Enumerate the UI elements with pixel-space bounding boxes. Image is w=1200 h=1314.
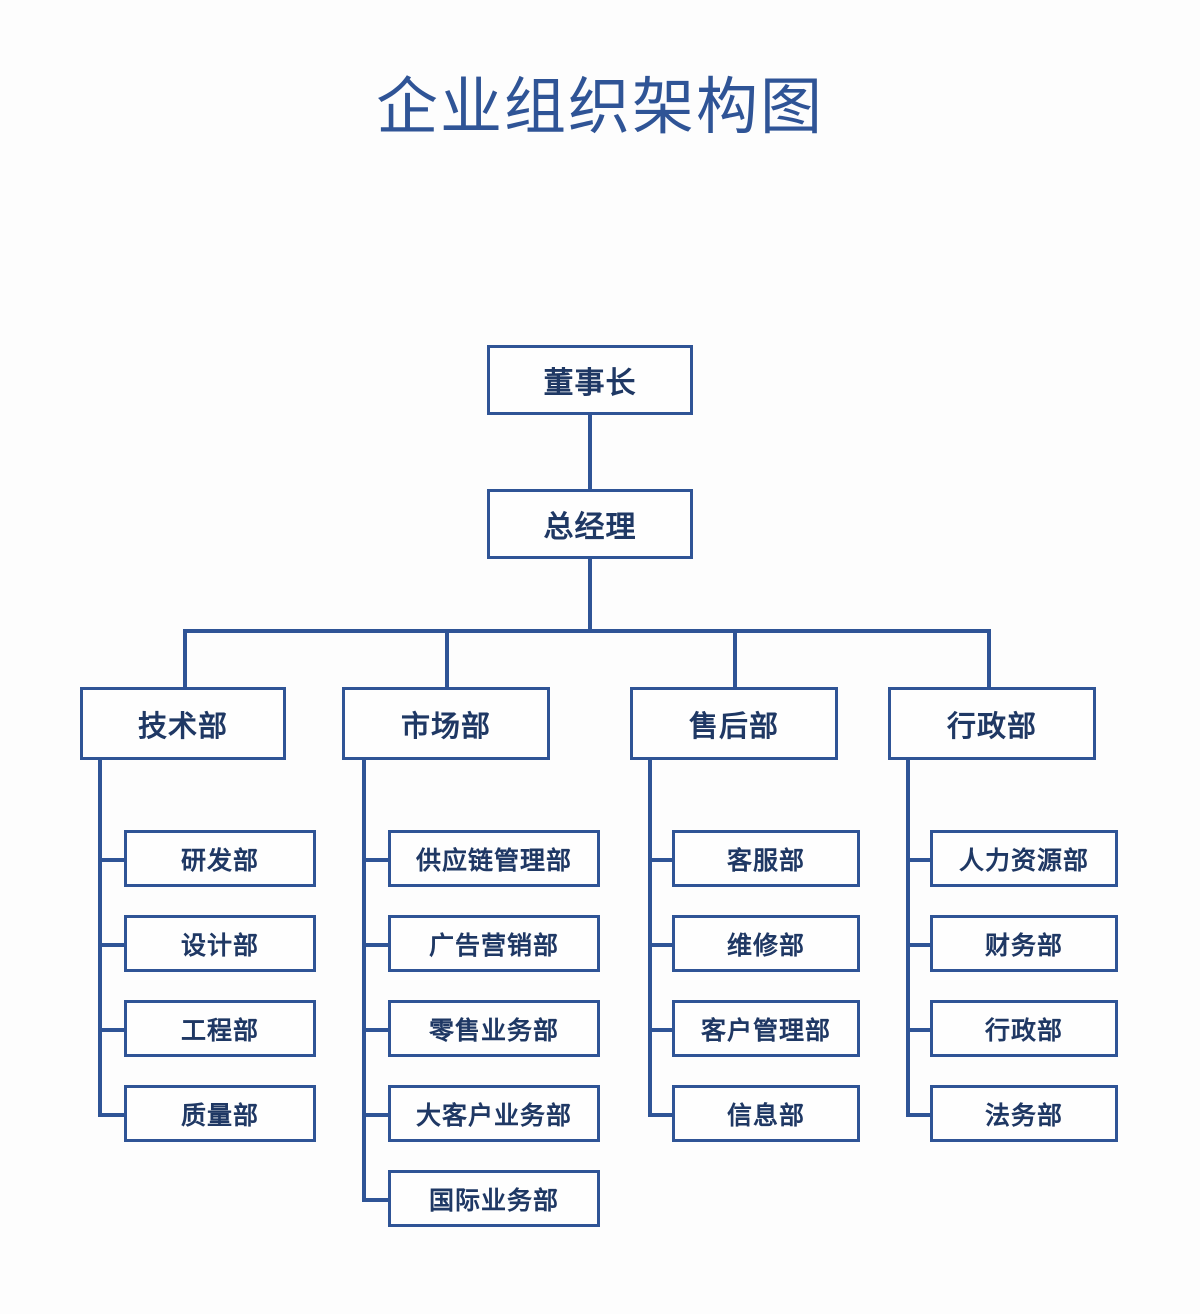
node-department-admin[interactable]: 行政部 — [888, 687, 1096, 760]
connector-stub-admin-2 — [906, 943, 934, 947]
node-aftersales-child-4-label: 信息部 — [726, 1101, 805, 1130]
node-aftersales-child-3-label: 客户管理部 — [700, 1016, 831, 1045]
connector-general-manager-drop — [588, 559, 592, 631]
node-aftersales-child-2[interactable]: 维修部 — [672, 915, 860, 972]
connector-bus-to-aftersales — [733, 629, 737, 687]
connector-spine-market — [362, 758, 366, 1200]
connector-stub-market-1 — [362, 858, 390, 862]
node-tech-child-4-label: 质量部 — [180, 1101, 259, 1130]
node-chairman-label: 董事长 — [543, 367, 637, 400]
node-tech-child-2-label: 设计部 — [180, 931, 259, 960]
node-aftersales-child-3[interactable]: 客户管理部 — [672, 1000, 860, 1057]
node-aftersales-child-1-label: 客服部 — [726, 846, 805, 875]
connector-bus-to-admin — [987, 629, 991, 687]
connector-stub-aftersales-3 — [648, 1028, 676, 1032]
node-admin-child-1[interactable]: 人力资源部 — [930, 830, 1118, 887]
node-market-child-3[interactable]: 零售业务部 — [388, 1000, 600, 1057]
node-aftersales-child-2-label: 维修部 — [726, 931, 805, 960]
connector-stub-market-4 — [362, 1113, 390, 1117]
node-admin-child-2[interactable]: 财务部 — [930, 915, 1118, 972]
connector-department-bus — [183, 629, 991, 633]
node-market-child-3-label: 零售业务部 — [428, 1016, 559, 1045]
connector-spine-admin — [906, 758, 910, 1115]
node-aftersales-child-4[interactable]: 信息部 — [672, 1085, 860, 1142]
connector-stub-tech-3 — [98, 1028, 126, 1032]
node-tech-child-1-label: 研发部 — [180, 846, 259, 875]
node-market-child-5-label: 国际业务部 — [428, 1186, 559, 1215]
node-chairman[interactable]: 董事长 — [487, 345, 693, 415]
connector-stub-market-2 — [362, 943, 390, 947]
node-department-tech[interactable]: 技术部 — [80, 687, 286, 760]
node-department-aftersales[interactable]: 售后部 — [630, 687, 838, 760]
connector-stub-tech-2 — [98, 943, 126, 947]
node-tech-child-1[interactable]: 研发部 — [124, 830, 316, 887]
connector-stub-market-3 — [362, 1028, 390, 1032]
node-market-child-2-label: 广告营销部 — [428, 931, 559, 960]
node-admin-child-3[interactable]: 行政部 — [930, 1000, 1118, 1057]
node-tech-child-2[interactable]: 设计部 — [124, 915, 316, 972]
connector-stub-market-5 — [362, 1198, 390, 1202]
node-market-child-2[interactable]: 广告营销部 — [388, 915, 600, 972]
connector-stub-admin-4 — [906, 1113, 934, 1117]
connector-stub-admin-3 — [906, 1028, 934, 1032]
connector-stub-tech-4 — [98, 1113, 126, 1117]
node-department-aftersales-label: 售后部 — [688, 710, 779, 743]
node-department-admin-label: 行政部 — [946, 710, 1037, 743]
node-admin-child-1-label: 人力资源部 — [958, 846, 1089, 875]
connector-chairman-to-general-manager — [588, 415, 592, 489]
node-market-child-4-label: 大客户业务部 — [415, 1101, 572, 1130]
node-department-market[interactable]: 市场部 — [342, 687, 550, 760]
node-tech-child-4[interactable]: 质量部 — [124, 1085, 316, 1142]
node-admin-child-2-label: 财务部 — [984, 931, 1063, 960]
node-market-child-4[interactable]: 大客户业务部 — [388, 1085, 600, 1142]
node-admin-child-3-label: 行政部 — [984, 1016, 1063, 1045]
connector-spine-tech — [98, 758, 102, 1115]
connector-spine-aftersales — [648, 758, 652, 1115]
connector-bus-to-market — [445, 629, 449, 687]
node-general-manager-label: 总经理 — [543, 511, 637, 544]
connector-stub-tech-1 — [98, 858, 126, 862]
node-market-child-1-label: 供应链管理部 — [415, 846, 572, 875]
node-department-tech-label: 技术部 — [137, 710, 228, 743]
node-market-child-1[interactable]: 供应链管理部 — [388, 830, 600, 887]
node-tech-child-3-label: 工程部 — [180, 1016, 259, 1045]
node-department-market-label: 市场部 — [400, 710, 491, 743]
node-general-manager[interactable]: 总经理 — [487, 489, 693, 559]
connector-stub-aftersales-2 — [648, 943, 676, 947]
node-admin-child-4-label: 法务部 — [984, 1101, 1063, 1130]
node-tech-child-3[interactable]: 工程部 — [124, 1000, 316, 1057]
connector-stub-aftersales-1 — [648, 858, 676, 862]
connector-bus-to-tech — [183, 629, 187, 687]
node-aftersales-child-1[interactable]: 客服部 — [672, 830, 860, 887]
node-market-child-5[interactable]: 国际业务部 — [388, 1170, 600, 1227]
page-title: 企业组织架构图 — [375, 73, 824, 142]
connector-stub-aftersales-4 — [648, 1113, 676, 1117]
connector-stub-admin-1 — [906, 858, 934, 862]
node-admin-child-4[interactable]: 法务部 — [930, 1085, 1118, 1142]
